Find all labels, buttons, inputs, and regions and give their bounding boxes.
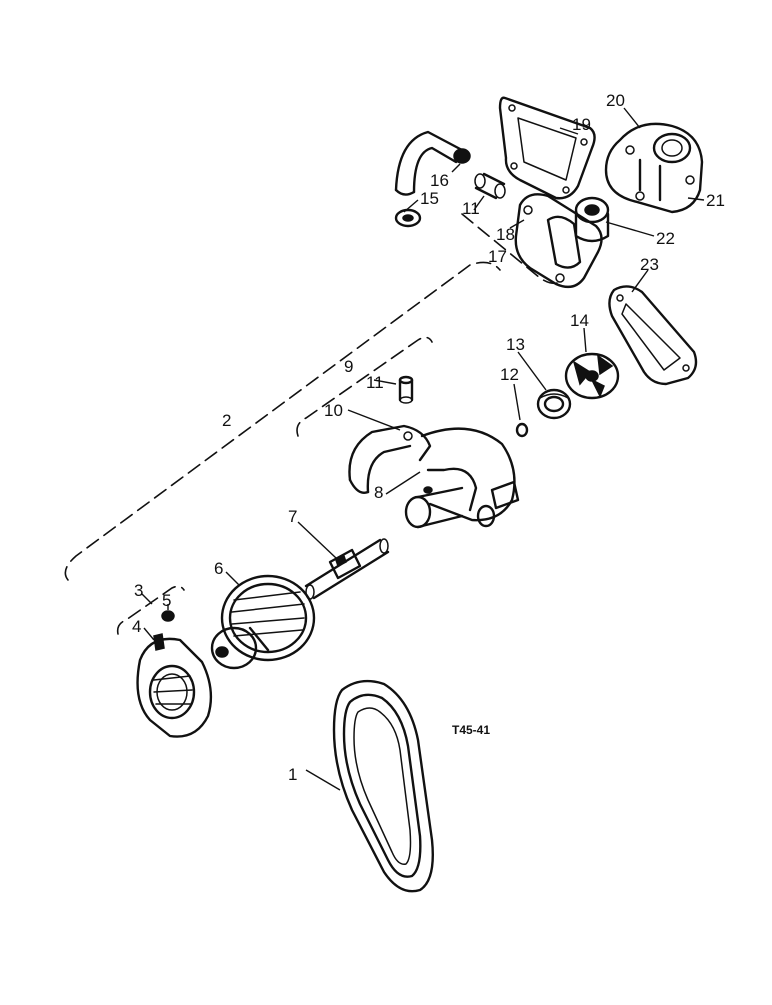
leader-15 [403, 199, 419, 213]
callout-2: 2 [222, 411, 231, 430]
part-7-shaft [304, 538, 390, 600]
callout-16: 16 [430, 171, 449, 190]
callout-9: 9 [344, 357, 353, 376]
leader-12 [513, 383, 521, 421]
callout-17: 17 [488, 247, 507, 266]
callout-12: 12 [500, 365, 519, 384]
leader-22 [605, 221, 655, 237]
leader-4 [143, 627, 155, 641]
bracket-assembly-17 [461, 213, 561, 285]
callout-1: 1 [288, 765, 297, 784]
callout-11-top: 11 [462, 199, 480, 218]
bracket-assembly-3 [116, 585, 185, 635]
leader-18 [509, 219, 525, 229]
leader-1 [305, 769, 341, 791]
part-4-bolt [153, 633, 165, 651]
part-13-seal [536, 388, 572, 420]
callout-22: 22 [656, 229, 675, 248]
callout-10: 10 [324, 401, 343, 420]
callout-14: 14 [570, 311, 589, 330]
part-8-pump-body [348, 424, 520, 529]
callout-11-mid: 11 [366, 373, 384, 392]
callout-19: 19 [572, 115, 591, 134]
part-1-belt [332, 679, 434, 893]
part-5-nut [161, 610, 175, 622]
leader-19 [559, 127, 579, 135]
leader-7 [297, 521, 337, 559]
leader-3 [141, 593, 153, 605]
callout-7: 7 [288, 507, 297, 526]
drawing-reference: T45-41 [452, 723, 490, 737]
callout-23: 23 [640, 255, 659, 274]
callout-20: 20 [606, 91, 625, 110]
part-3-hub [136, 637, 213, 738]
part-22-thermostat [574, 196, 610, 243]
leader-23 [631, 269, 649, 293]
leader-11-mid [373, 379, 397, 385]
part-15-clip [394, 208, 422, 228]
part-18-outlet [514, 193, 603, 289]
part-12-washer [515, 422, 529, 438]
callout-8: 8 [374, 483, 383, 502]
leader-21 [687, 197, 705, 201]
callout-21: 21 [706, 191, 725, 210]
callout-13: 13 [506, 335, 525, 354]
callout-6: 6 [214, 559, 223, 578]
leader-16 [451, 163, 461, 173]
leader-20 [623, 107, 641, 129]
leader-10 [347, 409, 401, 431]
callout-4: 4 [132, 617, 141, 636]
callout-5: 5 [162, 591, 171, 610]
callout-18: 18 [496, 225, 515, 244]
part-23-gasket [608, 285, 698, 386]
bracket-assembly-9 [296, 336, 433, 437]
part-6-pulley [210, 574, 316, 670]
part-19-gasket [498, 96, 596, 200]
bracket-assembly-2 [64, 261, 501, 581]
leader-8 [385, 471, 421, 495]
leader-6 [225, 571, 241, 587]
leader-14 [583, 327, 587, 353]
part-11-dowel [398, 375, 414, 404]
part-11-pipe-upper [474, 172, 506, 200]
callout-15: 15 [420, 189, 439, 208]
part-14-impeller [564, 352, 620, 400]
part-16-hose [394, 130, 471, 196]
leader-13 [517, 351, 547, 391]
part-20-housing [604, 122, 704, 214]
leader-11-top [473, 195, 485, 211]
callout-3: 3 [134, 581, 143, 600]
